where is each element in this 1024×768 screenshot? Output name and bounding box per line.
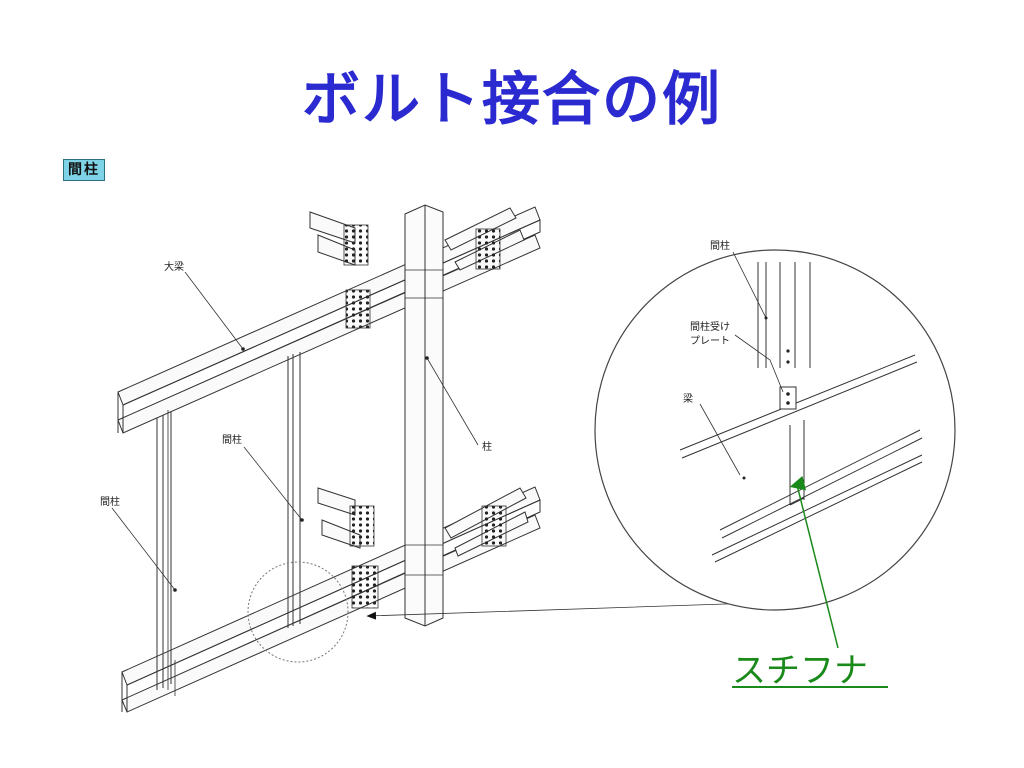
label-detail-plate-1: 間柱受け [690, 320, 730, 333]
detail-view [594, 249, 956, 611]
label-detail-beam: 梁 [683, 392, 693, 405]
column [404, 204, 444, 627]
label-girder: 大梁 [164, 260, 184, 273]
label-stud-left: 間柱 [100, 495, 120, 508]
label-column: 柱 [482, 440, 492, 453]
callout-arrow [789, 475, 839, 649]
steel-frame [117, 204, 541, 713]
label-detail-stud: 間柱 [710, 239, 730, 252]
stud-mid [287, 352, 301, 628]
highlight-circle [247, 561, 349, 663]
page-title: ボルト接合の例 [301, 65, 722, 133]
section-tag: 間柱 [63, 159, 105, 181]
bolt-plates [343, 224, 507, 609]
label-detail-plate-2: プレート [690, 335, 730, 347]
stud-left [156, 412, 172, 690]
stiffener-callout: スチフナ [732, 651, 868, 691]
label-stud-mid: 間柱 [222, 433, 242, 446]
